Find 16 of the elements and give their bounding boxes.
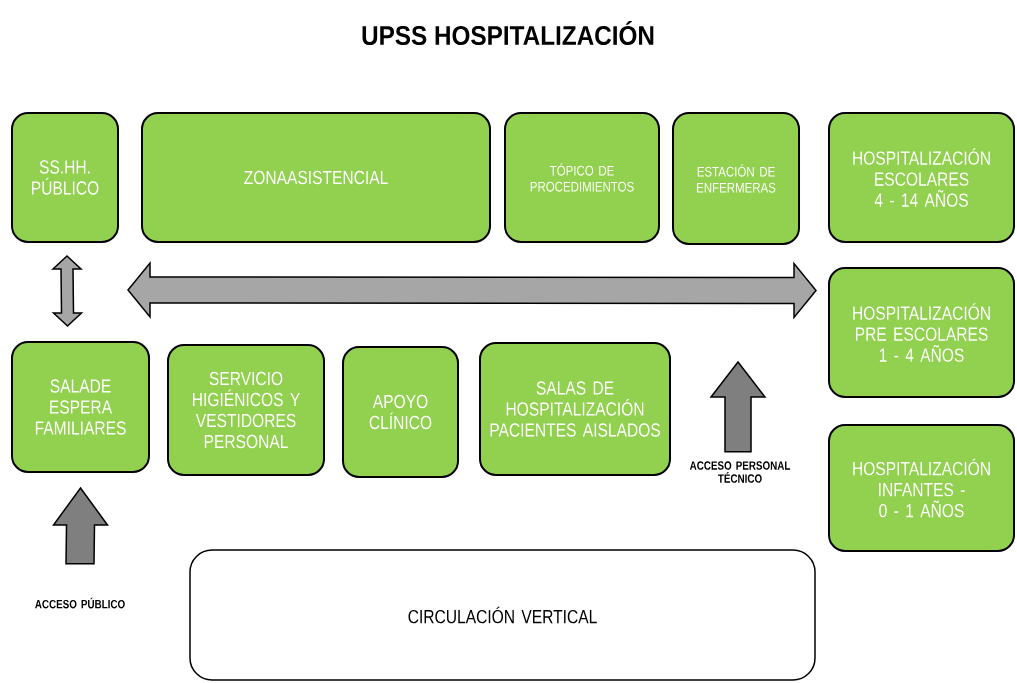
title: UPSS HOSPITALIZACIÓN [362, 20, 654, 46]
room-box: SS.HH. PÚBLICO [11, 112, 119, 243]
room-box: HOSPITALIZACIÓN INFANTES - 0 - 1 AÑOS [828, 424, 1015, 552]
room-box: HOSPITALIZACIÓN ESCOLARES 4 - 14 AÑOS [828, 112, 1015, 243]
room-box: APOYO CLÍNICO [342, 346, 459, 478]
block-arrow [127, 260, 817, 320]
room-box: ESTACIÓN DE ENFERMERAS [672, 112, 800, 245]
room-box: SERVICIO HIGIÉNICOS Y VESTIDORES PERSONAL [167, 344, 325, 476]
access-label: ACCESO PÚBLICO [35, 597, 125, 609]
room-box: SALAS DE HOSPITALIZACIÓN PACIENTES AISLADOS [479, 342, 671, 476]
room-box: HOSPITALIZACIÓN PRE ESCOLARES 1 - 4 AÑOS [828, 267, 1015, 398]
room-box: TÓPICO DE PROCEDIMIENTOS [504, 112, 660, 243]
room-box: SALADE ESPERA FAMILIARES [11, 341, 150, 473]
access-label: ACCESO PERSONAL TÉCNICO [689, 461, 791, 483]
room-box: CIRCULACIÓN VERTICAL [189, 549, 816, 681]
room-box: ZONAASISTENCIAL [141, 112, 491, 243]
